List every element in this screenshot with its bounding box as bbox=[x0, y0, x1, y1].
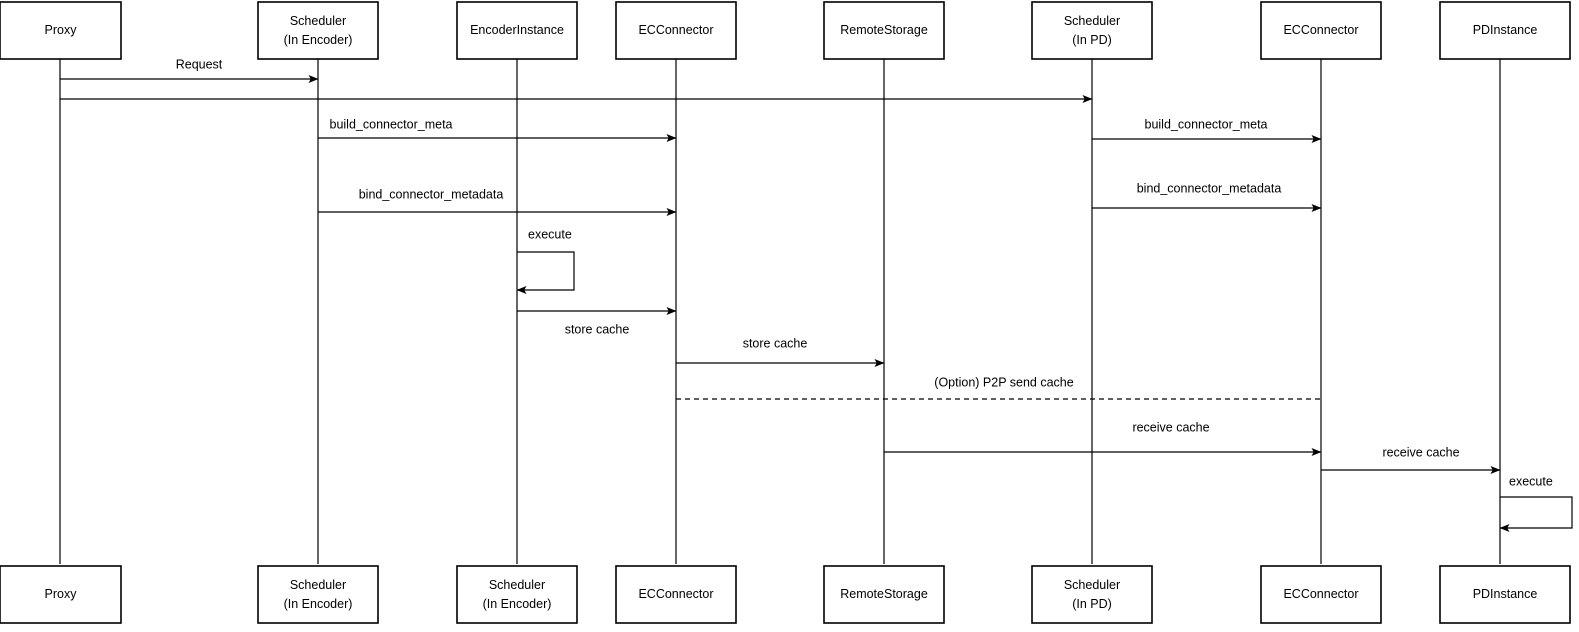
actor-box bbox=[615, 1, 737, 60]
message-m4[interactable]: build_connector_meta bbox=[1092, 117, 1322, 143]
actor-label-line2: (In Encoder) bbox=[284, 33, 353, 47]
actor-label-line1: Scheduler bbox=[489, 578, 545, 592]
actor-box bbox=[257, 1, 379, 60]
message-m5[interactable]: bind_connector_metadata bbox=[318, 187, 677, 216]
actor-label-line1: Proxy bbox=[45, 587, 78, 601]
message-label: receive cache bbox=[1132, 420, 1209, 434]
actor-label-line2: (In PD) bbox=[1072, 597, 1112, 611]
actor-label-line1: RemoteStorage bbox=[840, 587, 928, 601]
message-label: store cache bbox=[565, 322, 630, 336]
actor-top-sched_pd[interactable]: Scheduler (In PD) bbox=[1031, 1, 1153, 60]
actor-label-line2: (In Encoder) bbox=[284, 597, 353, 611]
self-message-s1[interactable]: execute bbox=[516, 227, 575, 294]
actor-box bbox=[1439, 1, 1571, 60]
message-label: (Option) P2P send cache bbox=[934, 375, 1073, 389]
actor-label-line1: Scheduler bbox=[290, 578, 346, 592]
message-label: build_connector_meta bbox=[1145, 117, 1268, 131]
actor-label-line1: PDInstance bbox=[1473, 587, 1538, 601]
message-label: build_connector_meta bbox=[330, 117, 453, 131]
actor-label-line1: ECConnector bbox=[638, 23, 713, 37]
actors-top-group: Proxy Scheduler (In Encoder) EncoderInstanc… bbox=[0, 1, 1571, 60]
self-message-label: execute bbox=[1509, 474, 1553, 488]
self-message-arrow bbox=[1499, 496, 1573, 532]
actor-top-ecc_right[interactable]: ECConnector bbox=[1260, 1, 1382, 60]
actor-box bbox=[823, 565, 945, 624]
lifelines-group bbox=[59, 59, 1501, 564]
message-m11[interactable]: receive cache bbox=[1321, 445, 1501, 474]
actor-box bbox=[1260, 1, 1382, 60]
actor-label-line1: Proxy bbox=[45, 23, 78, 37]
actor-bottom-sched_enc[interactable]: Scheduler (In Encoder) bbox=[257, 565, 379, 624]
message-m7[interactable]: store cache bbox=[517, 307, 677, 336]
actor-box bbox=[1031, 1, 1153, 60]
actor-label-line1: Scheduler bbox=[290, 14, 346, 28]
self-message-arrow bbox=[516, 251, 575, 294]
actor-box bbox=[1439, 565, 1571, 624]
actor-box bbox=[0, 565, 122, 624]
actor-box bbox=[257, 565, 379, 624]
actor-label-line1: Scheduler bbox=[1064, 578, 1120, 592]
actor-bottom-encoder_inst[interactable]: Scheduler (In Encoder) bbox=[456, 565, 578, 624]
message-label: bind_connector_metadata bbox=[359, 187, 504, 201]
message-m1[interactable]: Request bbox=[60, 57, 319, 83]
actor-label-line2: (In Encoder) bbox=[483, 597, 552, 611]
message-label: Request bbox=[176, 57, 223, 71]
message-m3[interactable]: build_connector_meta bbox=[318, 117, 677, 142]
actor-label-line1: ECConnector bbox=[638, 587, 713, 601]
message-label: store cache bbox=[743, 336, 808, 350]
message-label: bind_connector_metadata bbox=[1137, 181, 1282, 195]
actor-box bbox=[456, 1, 578, 60]
self-messages-group: execute execute bbox=[516, 227, 1573, 532]
message-m9[interactable]: (Option) P2P send cache bbox=[676, 375, 1321, 400]
self-message-s2[interactable]: execute bbox=[1499, 474, 1573, 532]
actor-box bbox=[0, 1, 122, 60]
actor-box bbox=[823, 1, 945, 60]
actor-top-sched_enc[interactable]: Scheduler (In Encoder) bbox=[257, 1, 379, 60]
actor-box bbox=[1031, 565, 1153, 624]
actor-label-line1: EncoderInstance bbox=[470, 23, 564, 37]
message-m6[interactable]: bind_connector_metadata bbox=[1092, 181, 1322, 212]
actor-top-encoder_inst[interactable]: EncoderInstance bbox=[456, 1, 578, 60]
actor-top-ecc_left[interactable]: ECConnector bbox=[615, 1, 737, 60]
actor-top-pd_inst[interactable]: PDInstance bbox=[1439, 1, 1571, 60]
actors-bottom-group: Proxy Scheduler (In Encoder) Scheduler (In E… bbox=[0, 565, 1571, 624]
actor-label-line1: ECConnector bbox=[1283, 23, 1358, 37]
actor-bottom-remote[interactable]: RemoteStorage bbox=[823, 565, 945, 624]
actor-label-line2: (In PD) bbox=[1072, 33, 1112, 47]
actor-bottom-sched_pd[interactable]: Scheduler (In PD) bbox=[1031, 565, 1153, 624]
message-label: receive cache bbox=[1382, 445, 1459, 459]
message-m10[interactable]: receive cache bbox=[884, 420, 1322, 456]
actor-box bbox=[1260, 565, 1382, 624]
actor-box bbox=[456, 565, 578, 624]
actor-top-proxy[interactable]: Proxy bbox=[0, 1, 122, 60]
message-m8[interactable]: store cache bbox=[676, 336, 885, 367]
actor-bottom-ecc_right[interactable]: ECConnector bbox=[1260, 565, 1382, 624]
actor-bottom-proxy[interactable]: Proxy bbox=[0, 565, 122, 624]
actor-bottom-ecc_left[interactable]: ECConnector bbox=[615, 565, 737, 624]
self-message-label: execute bbox=[528, 227, 572, 241]
actor-label-line1: Scheduler bbox=[1064, 14, 1120, 28]
actor-label-line1: PDInstance bbox=[1473, 23, 1538, 37]
actor-bottom-pd_inst[interactable]: PDInstance bbox=[1439, 565, 1571, 624]
actor-label-line1: ECConnector bbox=[1283, 587, 1358, 601]
actor-box bbox=[615, 565, 737, 624]
actor-top-remote[interactable]: RemoteStorage bbox=[823, 1, 945, 60]
messages-group: Request build_connector_meta build_connect… bbox=[60, 57, 1501, 474]
actor-label-line1: RemoteStorage bbox=[840, 23, 928, 37]
